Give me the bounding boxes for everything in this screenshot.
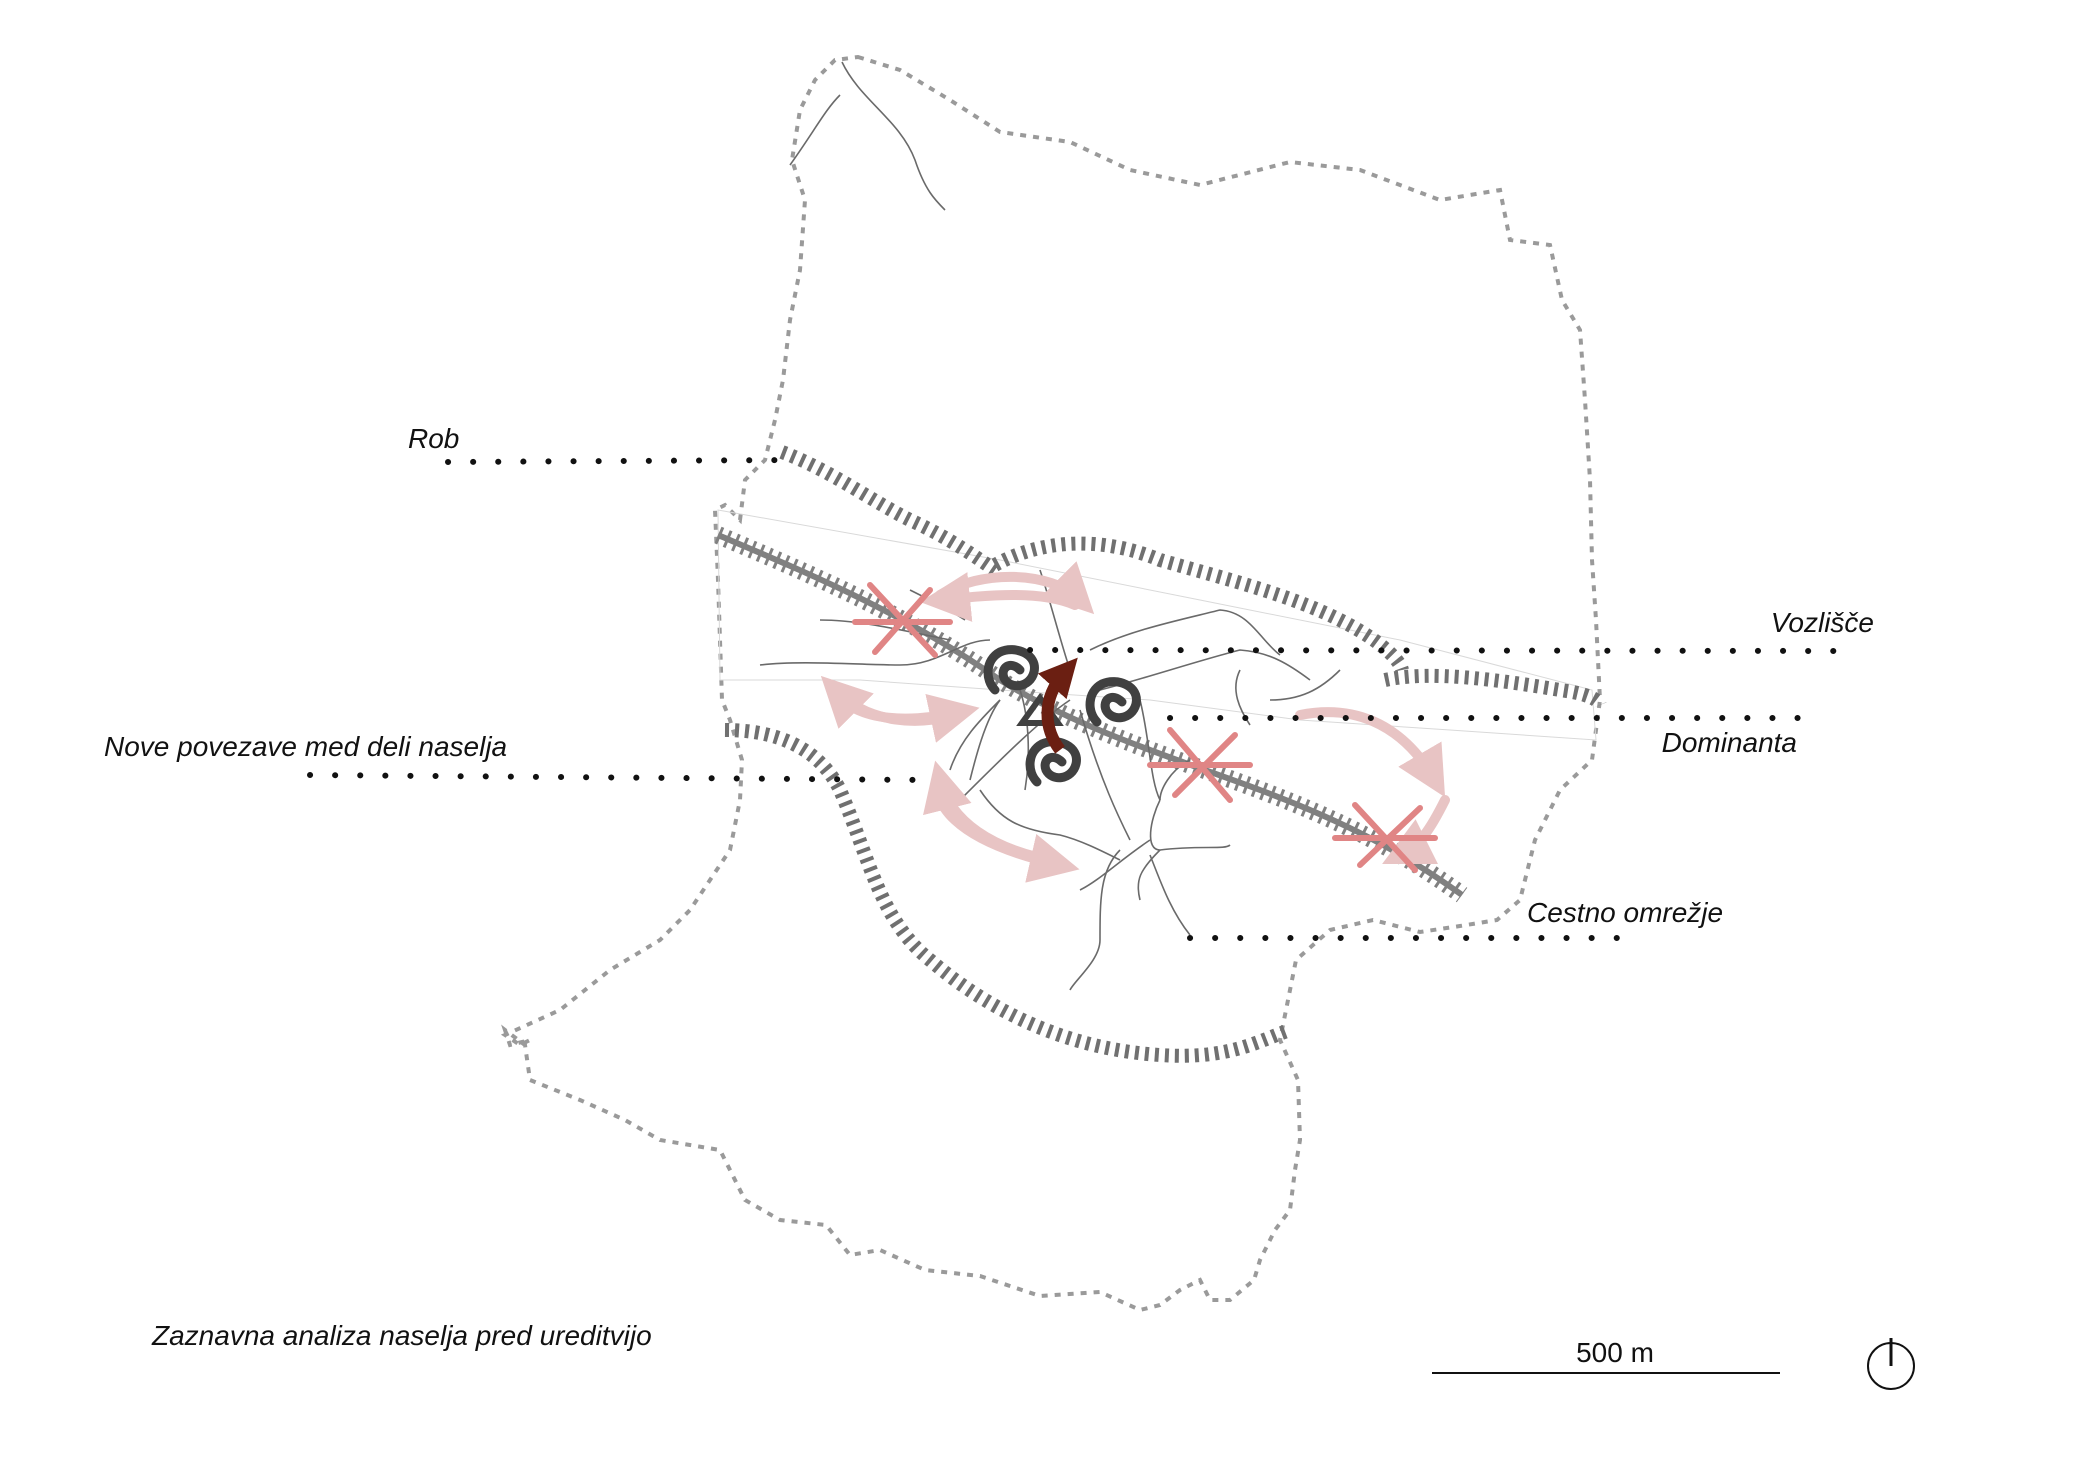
barrier-cross-icon <box>1332 802 1438 873</box>
label-vozlisce: Vozlišče <box>1771 607 1874 638</box>
barrier-cross-icon <box>1147 727 1253 803</box>
edge-hatch-lines <box>724 445 1607 1063</box>
spiral-node-icon <box>1085 677 1141 727</box>
connection-arrow <box>932 770 1080 883</box>
map-caption: Zaznavna analiza naselja pred ureditvijo <box>151 1320 652 1351</box>
label-nove-povezave: Nove povezave med deli naselja <box>104 731 507 762</box>
label-dominanta: Dominanta <box>1662 727 1797 758</box>
scale-bar: 500 m <box>1432 1337 1780 1374</box>
barrier-cross-icon <box>852 582 953 658</box>
leader-nove-povezave <box>307 772 928 783</box>
barrier-crosses <box>852 582 1438 873</box>
connection-arrow <box>920 572 1080 622</box>
leader-rob <box>445 457 795 465</box>
connection-arrow <box>1382 795 1450 864</box>
dominant-arrow-icon <box>1037 657 1078 754</box>
node-symbols <box>983 645 1141 787</box>
connection-arrow <box>923 760 1065 867</box>
label-cestno-omrezje: Cestno omrežje <box>1527 897 1723 928</box>
north-arrow-icon <box>1867 1338 1915 1390</box>
scale-bar-label: 500 m <box>1576 1337 1654 1368</box>
leader-vozlisce <box>1027 647 1843 654</box>
leader-lines <box>307 457 1843 941</box>
edge-upper-left <box>779 445 999 576</box>
railway-hatch <box>714 526 1468 903</box>
edge-upper-center <box>991 536 1409 673</box>
connection-arrow <box>820 675 960 729</box>
spiral-node-icon <box>1025 737 1081 787</box>
connection-arrow <box>1295 707 1446 798</box>
edge-lower <box>724 723 1293 1063</box>
edge-right <box>1383 668 1607 709</box>
label-rob: Rob <box>408 423 459 454</box>
spiral-node-icon <box>983 645 1039 695</box>
road-network <box>759 61 1341 991</box>
new-connections <box>820 561 1450 883</box>
